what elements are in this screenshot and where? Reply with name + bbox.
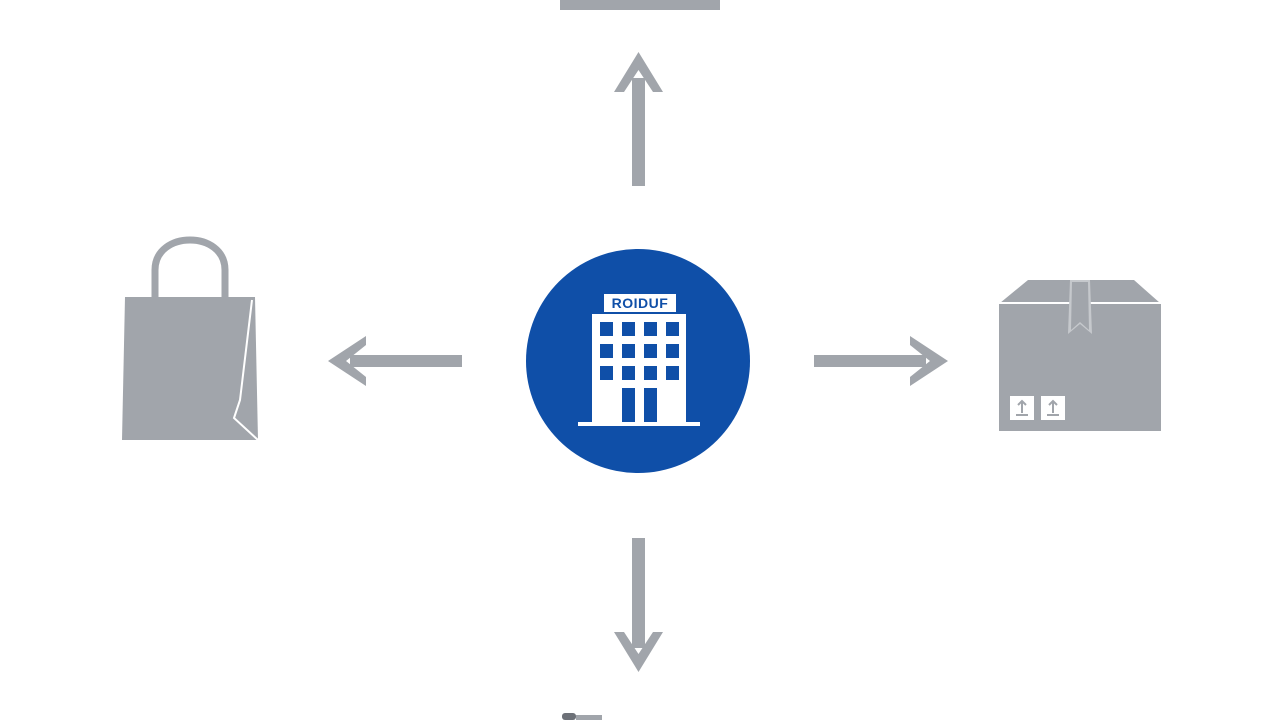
building-sign-text: ROIDUF — [612, 295, 669, 311]
package-box-icon — [999, 280, 1161, 431]
bottom-node-partial-icon — [562, 713, 602, 720]
center-hub-node: ROIDUF — [526, 249, 750, 473]
office-building-icon: ROIDUF — [578, 294, 700, 426]
arrow-down — [614, 538, 663, 672]
arrow-up — [614, 52, 663, 186]
top-node-partial-icon — [560, 0, 720, 10]
shopping-bag-icon — [122, 236, 259, 441]
arrow-right — [814, 336, 948, 386]
arrow-left — [328, 336, 462, 386]
